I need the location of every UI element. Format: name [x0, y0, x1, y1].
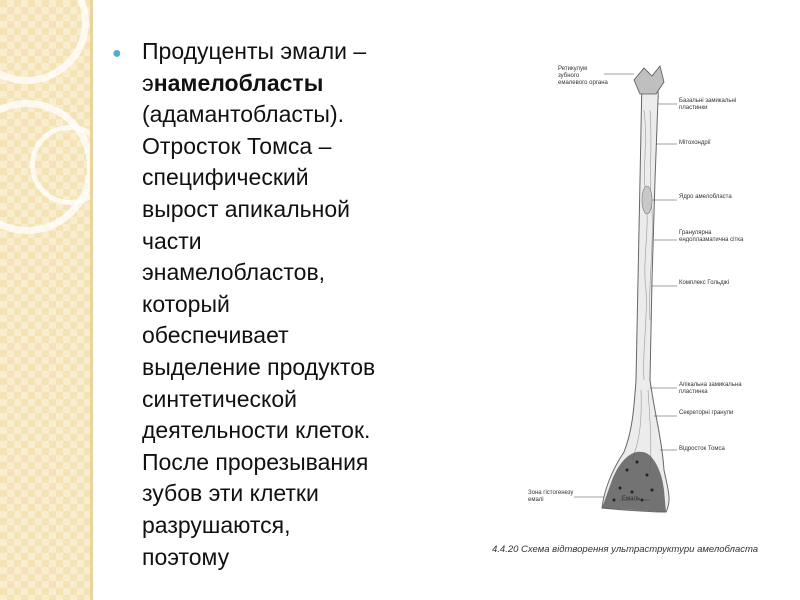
ameloblast-diagram: Ретикулум зубного емалевого органа Базал… [492, 60, 762, 560]
label-enamel-zone: Зона гістогенезу емалі [528, 490, 574, 503]
figure-caption: 4.4.20 Схема відтворення ультраструктури… [492, 544, 759, 555]
slide-text-block: ● Продуценты эмали – энамелобласты (адам… [112, 36, 457, 573]
label-enamel: Емаль [622, 496, 641, 502]
side-panel-edge [90, 0, 93, 600]
decorative-side-panel [0, 0, 90, 600]
cell-outline [601, 76, 670, 513]
label-mitochondria: Мітохондрії [679, 140, 711, 146]
decorative-ring [0, 0, 89, 84]
tomes-process-shape [602, 451, 666, 512]
ameloblast-illustration [574, 65, 677, 513]
label-nucleus: Ядро амелобласта [679, 194, 732, 200]
label-golgi: Комплекс Гольджі [679, 280, 729, 286]
label-reticulum: Ретикулум зубного емалевого органа [558, 66, 608, 86]
reticulum-shape [633, 65, 665, 95]
emphasis-term: намелобласты [153, 69, 324, 96]
label-apical-membranes: Апікальна замикальна пластинка [679, 382, 742, 395]
label-granular-er: Гранулярна ендоплазматична сітка [679, 230, 744, 243]
slide-body-text: Продуценты эмали – энамелобласты (адаман… [142, 38, 376, 570]
label-basal-membranes: Базальні замикальні пластинки [679, 98, 737, 111]
nucleus-shape [641, 185, 653, 215]
label-pointers [574, 73, 677, 501]
bullet-icon: ● [112, 45, 122, 62]
decorative-ring [30, 125, 90, 205]
label-secretory-granules: Секреторні гранули [679, 410, 734, 416]
cell-texture [631, 109, 653, 471]
label-tomes-process: Відросток Томса [679, 446, 725, 452]
